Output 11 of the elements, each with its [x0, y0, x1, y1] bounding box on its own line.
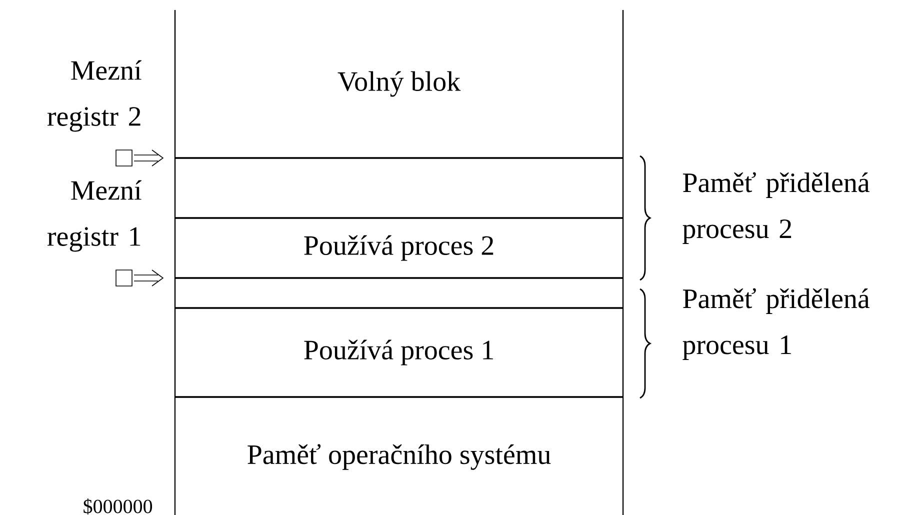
memory-band: Používá proces 1: [174, 308, 624, 398]
memory-band: Volný blok: [174, 10, 624, 159]
memory-band: Paměť operačního systému: [174, 397, 624, 515]
brace-label: Paměť přidělená procesu 1: [682, 288, 870, 360]
address-label: $000000: [84, 498, 152, 515]
empty-memory-band: [174, 158, 624, 219]
register-label: Mezní registr 1: [48, 180, 142, 252]
memory-band: Používá proces 2: [174, 218, 624, 279]
register-label: Mezní registr 2: [48, 60, 142, 132]
brace-label: Paměť přidělená procesu 2: [682, 172, 870, 244]
empty-memory-band: [174, 278, 624, 309]
